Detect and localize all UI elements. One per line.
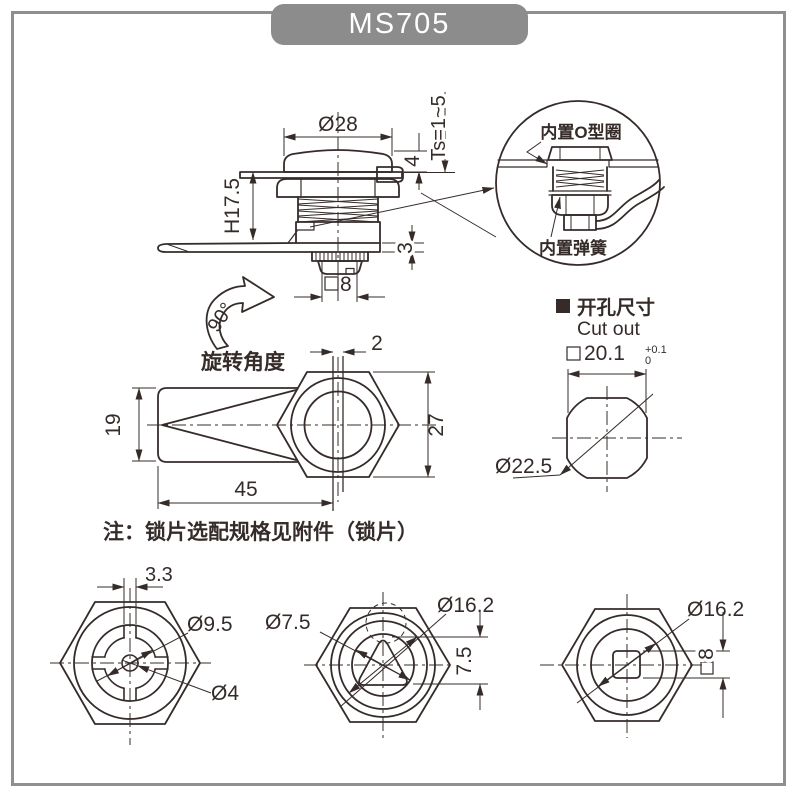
dim-label-hex-across: 27 <box>425 413 448 436</box>
detail-view: 内置O型圈 内置弹簧 <box>495 100 665 266</box>
face-view-square: Ø16.2 8 <box>540 594 744 738</box>
dim-label-center: Ø4 <box>211 682 239 705</box>
shaft-end-notch <box>345 267 355 275</box>
cutout-centerlines <box>552 386 682 492</box>
knurl-lines <box>315 252 365 261</box>
dim-label-cam-width: 19 <box>102 413 125 436</box>
dim-label-ring: Ø16.2 <box>437 594 494 617</box>
center-hole-leader-ext <box>122 659 138 667</box>
detail-leader-arrow <box>309 186 495 228</box>
body-step-detail <box>287 221 315 244</box>
o-ring-leader <box>526 141 548 165</box>
square-symbol <box>700 661 714 675</box>
cam-lever-outline <box>157 242 381 253</box>
square-symbol <box>566 346 581 361</box>
spring-coils <box>555 169 605 188</box>
dim-extension-lines <box>283 128 393 156</box>
side-view: Ø28 H17.5 4 Ts=1~5 3 8 <box>157 92 497 303</box>
shaft-section <box>563 214 597 231</box>
cutout-shape <box>566 397 648 479</box>
rotation-indicator: 90° 旋转角度 <box>200 276 285 374</box>
hex-outline <box>561 608 693 722</box>
outer-circle <box>73 606 187 720</box>
cam-v-notch <box>161 389 297 461</box>
dim-label-height: 7.5 <box>453 646 476 675</box>
cross-slot-arcs <box>103 636 157 690</box>
face-view-cross: 3.3 Ø9.5 Ø4 <box>50 564 239 745</box>
cam-plate-outline <box>157 387 299 463</box>
spring-label: 内置弹簧 <box>539 238 607 258</box>
dim-label-cam-thickness: 3 <box>394 242 417 254</box>
leader-tail <box>512 474 561 479</box>
dim-ext-cutout <box>567 369 647 413</box>
dim-label-head-diameter: Ø28 <box>318 113 358 136</box>
boss-circle <box>590 628 664 702</box>
tolerance-upper: +0.1 <box>645 344 667 356</box>
inner-circle <box>303 390 373 460</box>
center-hole-leader <box>137 665 212 694</box>
dim-ext-cam-thickness <box>382 242 424 253</box>
cutout-title-cn: 开孔尺寸 <box>577 296 655 319</box>
corner-circle-leader <box>559 393 654 476</box>
dim-label-slot-width: 2 <box>371 332 383 355</box>
dim-label-cutout-square: 20.1 <box>584 342 625 365</box>
outer-circle <box>330 612 436 718</box>
o-ring-label: 内置O型圈 <box>540 122 621 142</box>
dim-ext-height <box>392 636 488 685</box>
shaft-end-cap <box>317 260 363 275</box>
retainer-clip <box>376 166 404 183</box>
dim-label-slot: 3.3 <box>145 564 173 586</box>
spring-leader <box>550 196 561 238</box>
nut-section <box>551 194 609 216</box>
shaft-section-inner <box>570 215 590 230</box>
hex-outline <box>315 607 451 723</box>
nut-section-facets <box>565 195 595 215</box>
dim-label-head-height: 4 <box>401 155 424 167</box>
dim-label-ring: Ø16.2 <box>687 598 744 621</box>
ring-diameter-arrows <box>348 636 418 694</box>
spring-chamber-walls <box>552 166 608 192</box>
hex-outline <box>59 601 201 725</box>
head-section <box>547 146 613 161</box>
cutout-view: 开孔尺寸 Cut out 20.1 +0.1 0 Ø22.5 <box>495 296 682 492</box>
boss-circle <box>338 620 428 710</box>
ring-leader <box>339 613 447 708</box>
tolerance-lower: 0 <box>645 355 651 367</box>
dim-ext-square <box>643 650 730 679</box>
boss-circle <box>91 624 169 702</box>
cross-slot-arms <box>91 625 169 701</box>
lock-head-outline <box>283 149 393 173</box>
cutout-title-en: Cut out <box>577 318 640 340</box>
detail-circle <box>495 100 661 266</box>
rotation-caption: 旋转角度 <box>200 350 285 374</box>
title-badge: MS705 <box>271 4 528 45</box>
dim-ext-panel-range <box>404 172 497 238</box>
head-section-inner <box>559 147 601 160</box>
outer-circle <box>576 614 678 716</box>
washer-outline <box>239 171 403 179</box>
dim-label-key: Ø7.5 <box>265 611 311 634</box>
hex-outline <box>276 371 400 478</box>
curved-rotation-arrow-icon <box>205 276 275 350</box>
hex-nut-outline <box>276 178 400 198</box>
dim-label-body-height: H17.5 <box>221 178 244 234</box>
square-symbol <box>324 276 339 291</box>
cam-section-curves <box>595 179 665 230</box>
dim-label-key: 8 <box>695 648 718 660</box>
outer-circle <box>290 377 386 473</box>
panel-section <box>497 159 659 168</box>
cam-tip-chamfer <box>167 244 189 252</box>
dim-label-ring: Ø9.5 <box>187 613 233 636</box>
dim-label-shaft-square: 8 <box>340 273 352 296</box>
dim-label-panel-range: Ts=1~5 <box>428 95 450 161</box>
thread-hatch <box>297 198 379 223</box>
note-text: 注：锁片选配规格见附件（锁片） <box>103 520 418 544</box>
front-view: 2 19 27 45 <box>102 332 448 511</box>
page-title: MS705 <box>348 8 451 40</box>
face-view-triangle: Ø7.5 Ø16.2 7.5 <box>265 592 494 741</box>
dim-label-corner-circle: Ø22.5 <box>495 455 552 478</box>
dim-label-overall-length: 45 <box>234 478 257 501</box>
black-square-bullet <box>556 299 570 313</box>
